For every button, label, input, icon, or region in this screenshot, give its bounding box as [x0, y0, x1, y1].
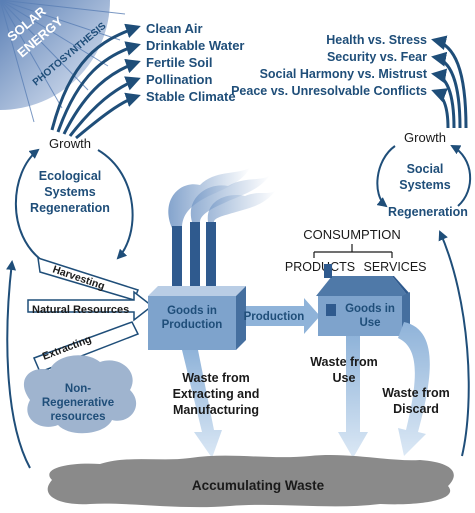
house: Goods in Use [316, 264, 410, 336]
non-regen-line-3: resources [51, 411, 106, 423]
social-regeneration-label: Regeneration [388, 205, 468, 219]
consumption-bracket: CONSUMPTION PRODUCTS SERVICES [285, 227, 427, 274]
social-outcomes-list: Health vs. Stress Security vs. Fear Soci… [231, 33, 428, 98]
services-label: SERVICES [364, 260, 427, 274]
social-cycle-label-2: Systems [399, 178, 450, 192]
waste-discard-line-1: Waste from [382, 386, 450, 400]
eco-growth-label: Growth [49, 136, 91, 151]
eco-service-item: Drinkable Water [146, 38, 245, 53]
eco-service-arrows [50, 23, 141, 140]
house-label-1: Goods in [345, 303, 395, 315]
accumulating-waste-label: Accumulating Waste [192, 478, 325, 493]
factory-label-1: Goods in [167, 305, 217, 317]
social-outcome-item: Peace vs. Unresolvable Conflicts [231, 84, 427, 98]
production-arrow: Production [244, 298, 320, 334]
consumption-title: CONSUMPTION [303, 227, 401, 242]
eco-cycle-arrows [14, 148, 134, 263]
house-label-2: Use [359, 317, 380, 329]
non-regenerative-cloud: Non- Regenerative resources [23, 355, 137, 434]
social-outcome-arrows [431, 35, 468, 129]
eco-services-list: Clean Air Drinkable Water Fertile Soil P… [146, 21, 245, 104]
non-regen-line-1: Non- [65, 383, 91, 395]
eco-service-item: Pollination [146, 72, 213, 87]
social-outcome-item: Health vs. Stress [326, 33, 427, 47]
social-growth-label: Growth [404, 130, 446, 145]
social-cycle-arrows [376, 145, 471, 208]
eco-cycle-label-3: Regeneration [30, 201, 110, 215]
eco-cycle-label-2: Systems [44, 185, 95, 199]
factory: Goods in Production [148, 168, 276, 350]
eco-cycle-label-1: Ecological [39, 169, 102, 183]
waste-arrows [182, 322, 430, 458]
factory-label-2: Production [162, 319, 223, 331]
eco-service-item: Clean Air [146, 21, 203, 36]
non-regen-line-2: Regenerative [42, 397, 114, 409]
production-label: Production [244, 311, 305, 323]
social-outcome-item: Social Harmony vs. Mistrust [260, 67, 428, 81]
accumulating-waste: Accumulating Waste [47, 455, 454, 508]
social-cycle-label-1: Social [407, 162, 444, 176]
waste-extract-line-3: Manufacturing [173, 403, 259, 417]
eco-service-item: Stable Climate [146, 89, 236, 104]
waste-use-line-1: Waste from [310, 355, 378, 369]
eco-service-item: Fertile Soil [146, 55, 212, 70]
social-outcome-item: Security vs. Fear [327, 50, 427, 64]
natural-resources-label: Natural Resources [32, 304, 129, 316]
products-label: PRODUCTS [285, 260, 355, 274]
waste-extract-line-2: Extracting and [173, 387, 260, 401]
waste-discard-line-2: Discard [393, 402, 439, 416]
waste-extract-line-1: Waste from [182, 371, 250, 385]
waste-use-line-2: Use [333, 371, 356, 385]
outer-loop-arrows [6, 230, 470, 469]
